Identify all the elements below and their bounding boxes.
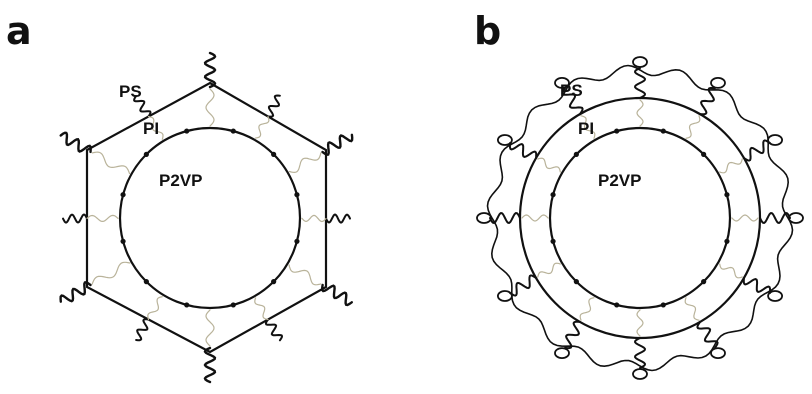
panel-a-junction-dots <box>120 128 299 307</box>
panel-a-chains <box>61 53 353 382</box>
panel-a-junction-dot <box>120 192 125 197</box>
panel-b-junction-dot <box>574 152 579 157</box>
panel-a-junction-dot <box>184 302 189 307</box>
panel-a-hexagonal-micelle: PS PI P2VP <box>61 53 353 382</box>
panel-b-chain-loop <box>633 57 647 67</box>
panel-a-ps-chain <box>266 320 282 341</box>
panel-a-pi-label: PI <box>143 119 159 138</box>
panel-a-junction-dot <box>271 152 276 157</box>
panel-a-junction-dot <box>231 302 236 307</box>
panel-b-junction-dot <box>550 239 555 244</box>
panel-b-concentric-micelle: PS PI P2VP <box>477 57 803 379</box>
panel-b-pi-shell-ring <box>520 98 760 338</box>
panel-b-ps-chain <box>744 140 770 160</box>
panel-b-junction-dot <box>614 128 619 133</box>
panel-b-junction-dot <box>614 302 619 307</box>
panel-b-chain-loop <box>711 348 725 358</box>
panel-b-pi-chain <box>538 158 561 172</box>
panel-a-junction-dot <box>294 192 299 197</box>
panel-b-junction-dot <box>661 302 666 307</box>
panel-b-ps-chain <box>510 143 536 158</box>
panel-b-chain-loop <box>768 135 782 145</box>
panel-a-junction-dot <box>231 128 236 133</box>
panel-b-chain-loop <box>789 213 803 223</box>
panel-b-pi-chain <box>686 116 700 139</box>
panel-b-ps-chain <box>565 322 580 348</box>
panel-b-junction-dot <box>701 279 706 284</box>
panel-a-ps-chain <box>268 96 280 117</box>
panel-a-junction-dot <box>120 239 125 244</box>
panel-a-ps-chain <box>322 285 352 305</box>
panel-b-junction-dots <box>550 128 729 307</box>
panel-b-chains <box>477 57 803 379</box>
panel-b-pi-chain <box>522 215 548 221</box>
panel-b-pi-chain <box>685 298 699 321</box>
panel-a-junction-dot <box>271 279 276 284</box>
panel-b-junction-dot <box>574 279 579 284</box>
panel-b-chain-loop <box>477 213 491 223</box>
panel-b-junction-dot <box>701 152 706 157</box>
panel-b-chain-loop <box>711 78 725 88</box>
panel-a-pi-chain <box>92 152 129 173</box>
panel-a-ps-chain <box>61 133 91 152</box>
panel-a-pi-chain <box>87 215 118 221</box>
panel-b-chain-loop <box>768 291 782 301</box>
panel-b-junction-dot <box>550 192 555 197</box>
panel-b-pi-chain <box>637 100 643 126</box>
panel-b-junction-dot <box>724 239 729 244</box>
panel-b-pi-label: PI <box>578 119 594 138</box>
panel-a-junction-dot <box>184 128 189 133</box>
panel-b-chain-loop <box>498 291 512 301</box>
panel-a-pi-chain <box>302 215 326 221</box>
panel-a-ps-chain <box>326 215 350 223</box>
panel-a-pi-chain <box>148 297 163 320</box>
panel-a-pi-chain <box>256 117 269 139</box>
panel-b-chain-loop <box>498 135 512 145</box>
panel-b-pi-chain <box>637 310 643 336</box>
panel-b-p2vp-label: P2VP <box>598 171 641 190</box>
panel-b-outer-ps-corona <box>488 66 793 371</box>
panel-b-pi-chain <box>580 298 594 321</box>
panel-a-junction-dot <box>294 239 299 244</box>
panel-b-ps-chain <box>510 275 536 295</box>
panel-a-p2vp-label: P2VP <box>159 171 202 190</box>
panel-a-pi-hexagon-shell <box>87 83 326 352</box>
panel-b-ps-chain <box>744 278 770 293</box>
panel-a-pi-chain <box>289 153 320 172</box>
panel-a-pi-chain <box>255 298 268 320</box>
panel-b-pi-chain <box>732 215 758 221</box>
panel-b-chain-loop <box>633 369 647 379</box>
panel-a-pi-chain <box>289 265 321 285</box>
panel-b-junction-dot <box>724 192 729 197</box>
panel-a-pi-chain <box>206 89 214 126</box>
panel-b-pi-chain <box>720 159 743 173</box>
panel-a-pi-chain <box>92 262 130 284</box>
panel-a-ps-chain <box>63 215 87 223</box>
panel-a-pi-chain <box>206 310 214 346</box>
panel-b-ps-label: PS <box>560 81 583 100</box>
panel-a-junction-dot <box>144 279 149 284</box>
panel-a-junction-dot <box>144 152 149 157</box>
panel-b-pi-chain <box>720 264 743 278</box>
panel-b-pi-chain <box>538 263 561 277</box>
panel-b-junction-dot <box>661 128 666 133</box>
panel-b-chain-loop <box>555 348 569 358</box>
panel-a-ps-chain <box>136 319 148 340</box>
panel-a-ps-label: PS <box>119 82 142 101</box>
panel-b-ps-chain <box>700 88 715 114</box>
